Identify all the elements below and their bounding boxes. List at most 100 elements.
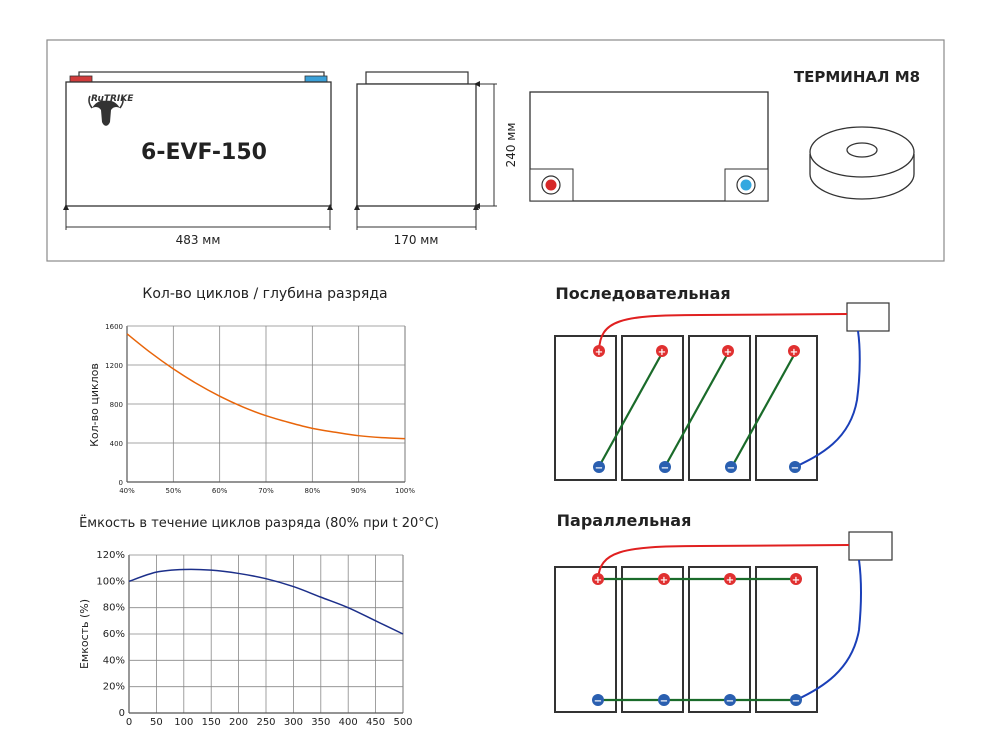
- negative-terminal-icon: [740, 179, 752, 191]
- negative-terminal-cap: [304, 75, 328, 83]
- y-tick-label: 120%: [96, 550, 125, 561]
- parallel-plus-terminal-1: +: [592, 573, 604, 586]
- series-plus-terminal-4: +: [788, 345, 800, 358]
- x-tick-label: 70%: [258, 487, 274, 495]
- svg-text:+: +: [595, 347, 603, 358]
- model-label: 6-EVF-150: [141, 140, 267, 165]
- y-tick-label: 400: [110, 440, 123, 448]
- series-minus-terminal-3: −: [725, 461, 737, 474]
- height-label: 240 мм: [504, 123, 518, 168]
- series-minus-terminal-2: −: [659, 461, 671, 474]
- y-tick-label: 40%: [103, 655, 125, 666]
- svg-text:+: +: [726, 575, 734, 586]
- width-label: 170 мм: [394, 233, 439, 247]
- x-tick-label: 0: [126, 717, 132, 728]
- series-load-box: [846, 302, 890, 332]
- cycles-chart-x-ticks: 40%50%60%70%80%90%100%: [119, 487, 415, 495]
- svg-text:−: −: [594, 696, 602, 707]
- x-tick-label: 150: [202, 717, 221, 728]
- parallel-minus-terminal-2: −: [658, 694, 670, 707]
- parallel-title: Параллельная: [557, 511, 692, 530]
- y-tick-label: 100%: [96, 576, 125, 587]
- capacity-chart-grid: [128, 554, 404, 714]
- parallel-minus-terminal-1: −: [592, 694, 604, 707]
- parallel-plus-terminal-2: +: [658, 573, 670, 586]
- x-tick-label: 50: [150, 717, 163, 728]
- capacity-chart-title: Ёмкость в течение циклов разряда (80% пр…: [79, 515, 439, 531]
- x-tick-label: 90%: [351, 487, 367, 495]
- svg-text:−: −: [595, 463, 603, 474]
- capacity-curve: [128, 568, 404, 635]
- svg-text:+: +: [660, 575, 668, 586]
- x-tick-label: 100: [174, 717, 193, 728]
- parallel-negative-wire: [795, 559, 862, 701]
- cycles-chart-title: Кол-во циклов / глубина разряда: [142, 286, 387, 302]
- svg-text:+: +: [658, 347, 666, 358]
- series-plus-terminal-3: +: [722, 345, 734, 358]
- series-negative-wire: [794, 330, 861, 468]
- cycles-curve: [126, 333, 406, 440]
- brand-logo-text: RuTRIKE: [91, 94, 134, 104]
- parallel-battery-2: [621, 566, 684, 713]
- capacity-chart-y-ticks: 0 20% 40% 60% 80% 100% 120%: [96, 550, 125, 719]
- svg-text:−: −: [792, 696, 800, 707]
- x-tick-label: 300: [284, 717, 303, 728]
- cycles-chart-y-ticks: 0 400 800 1200 1600: [105, 323, 123, 487]
- series-jumper-2: [666, 354, 728, 464]
- parallel-minus-terminal-4: −: [790, 694, 802, 707]
- svg-text:−: −: [660, 696, 668, 707]
- svg-text:+: +: [594, 575, 602, 586]
- svg-text:−: −: [661, 463, 669, 474]
- series-positive-wire: [598, 313, 848, 352]
- battery-front-view: RuTRIKE 6-EVF-150 483 мм: [63, 71, 333, 247]
- x-tick-label: 400: [339, 717, 358, 728]
- parallel-minus-terminal-3: −: [724, 694, 736, 707]
- series-battery-1: [554, 335, 617, 481]
- y-tick-label: 20%: [103, 682, 125, 693]
- dimensions-panel: RuTRIKE 6-EVF-150 483 мм 170 мм 240 мм: [46, 39, 945, 262]
- cycles-chart: Кол-во циклов / глубина разряда 40%50%60…: [88, 286, 415, 495]
- svg-text:+: +: [790, 347, 798, 358]
- capacity-chart: Ёмкость в течение циклов разряда (80% пр…: [78, 515, 439, 728]
- length-label: 483 мм: [176, 233, 221, 247]
- series-jumper-3: [733, 354, 795, 464]
- cycles-chart-grid: [126, 325, 406, 483]
- x-tick-label: 450: [366, 717, 385, 728]
- y-tick-label: 1600: [105, 323, 123, 331]
- y-tick-label: 0: [119, 479, 123, 487]
- parallel-battery-1: [554, 566, 617, 713]
- series-plus-terminal-2: +: [656, 345, 668, 358]
- terminal-hole: [846, 142, 878, 158]
- y-tick-label: 0: [119, 708, 125, 719]
- series-title: Последовательная: [555, 284, 730, 303]
- cycles-chart-ylabel: Кол-во циклов: [88, 363, 101, 447]
- parallel-positive-wire: [597, 544, 850, 580]
- series-wiring-diagram: Последовательная + + + + − − − −: [554, 284, 890, 481]
- x-tick-label: 40%: [119, 487, 135, 495]
- series-plus-terminal-1: +: [593, 345, 605, 358]
- battery-side-view: 170 мм 240 мм: [354, 71, 518, 247]
- battery-top-view: [529, 91, 769, 202]
- x-tick-label: 200: [229, 717, 248, 728]
- series-minus-terminal-4: −: [789, 461, 801, 474]
- parallel-load-box: [848, 531, 893, 561]
- y-tick-label: 60%: [103, 629, 125, 640]
- series-jumper-1: [600, 354, 662, 464]
- parallel-battery-4: [755, 566, 818, 713]
- svg-text:−: −: [727, 463, 735, 474]
- series-battery-4: [755, 335, 818, 481]
- y-tick-label: 80%: [103, 603, 125, 614]
- series-battery-3: [688, 335, 751, 481]
- parallel-wiring-diagram: Параллельная + + + + − − − −: [554, 511, 893, 713]
- positive-terminal-icon: [545, 179, 557, 191]
- parallel-plus-terminal-4: +: [790, 573, 802, 586]
- terminal-m8-view: ТЕРМИНАЛ М8: [794, 68, 920, 200]
- y-tick-label: 800: [110, 401, 123, 409]
- x-tick-label: 60%: [212, 487, 228, 495]
- y-tick-label: 1200: [105, 362, 123, 370]
- parallel-plus-terminal-3: +: [724, 573, 736, 586]
- battery-body-side: [356, 83, 477, 207]
- capacity-chart-ylabel: Емкость (%): [78, 599, 91, 669]
- terminal-title: ТЕРМИНАЛ М8: [794, 68, 920, 86]
